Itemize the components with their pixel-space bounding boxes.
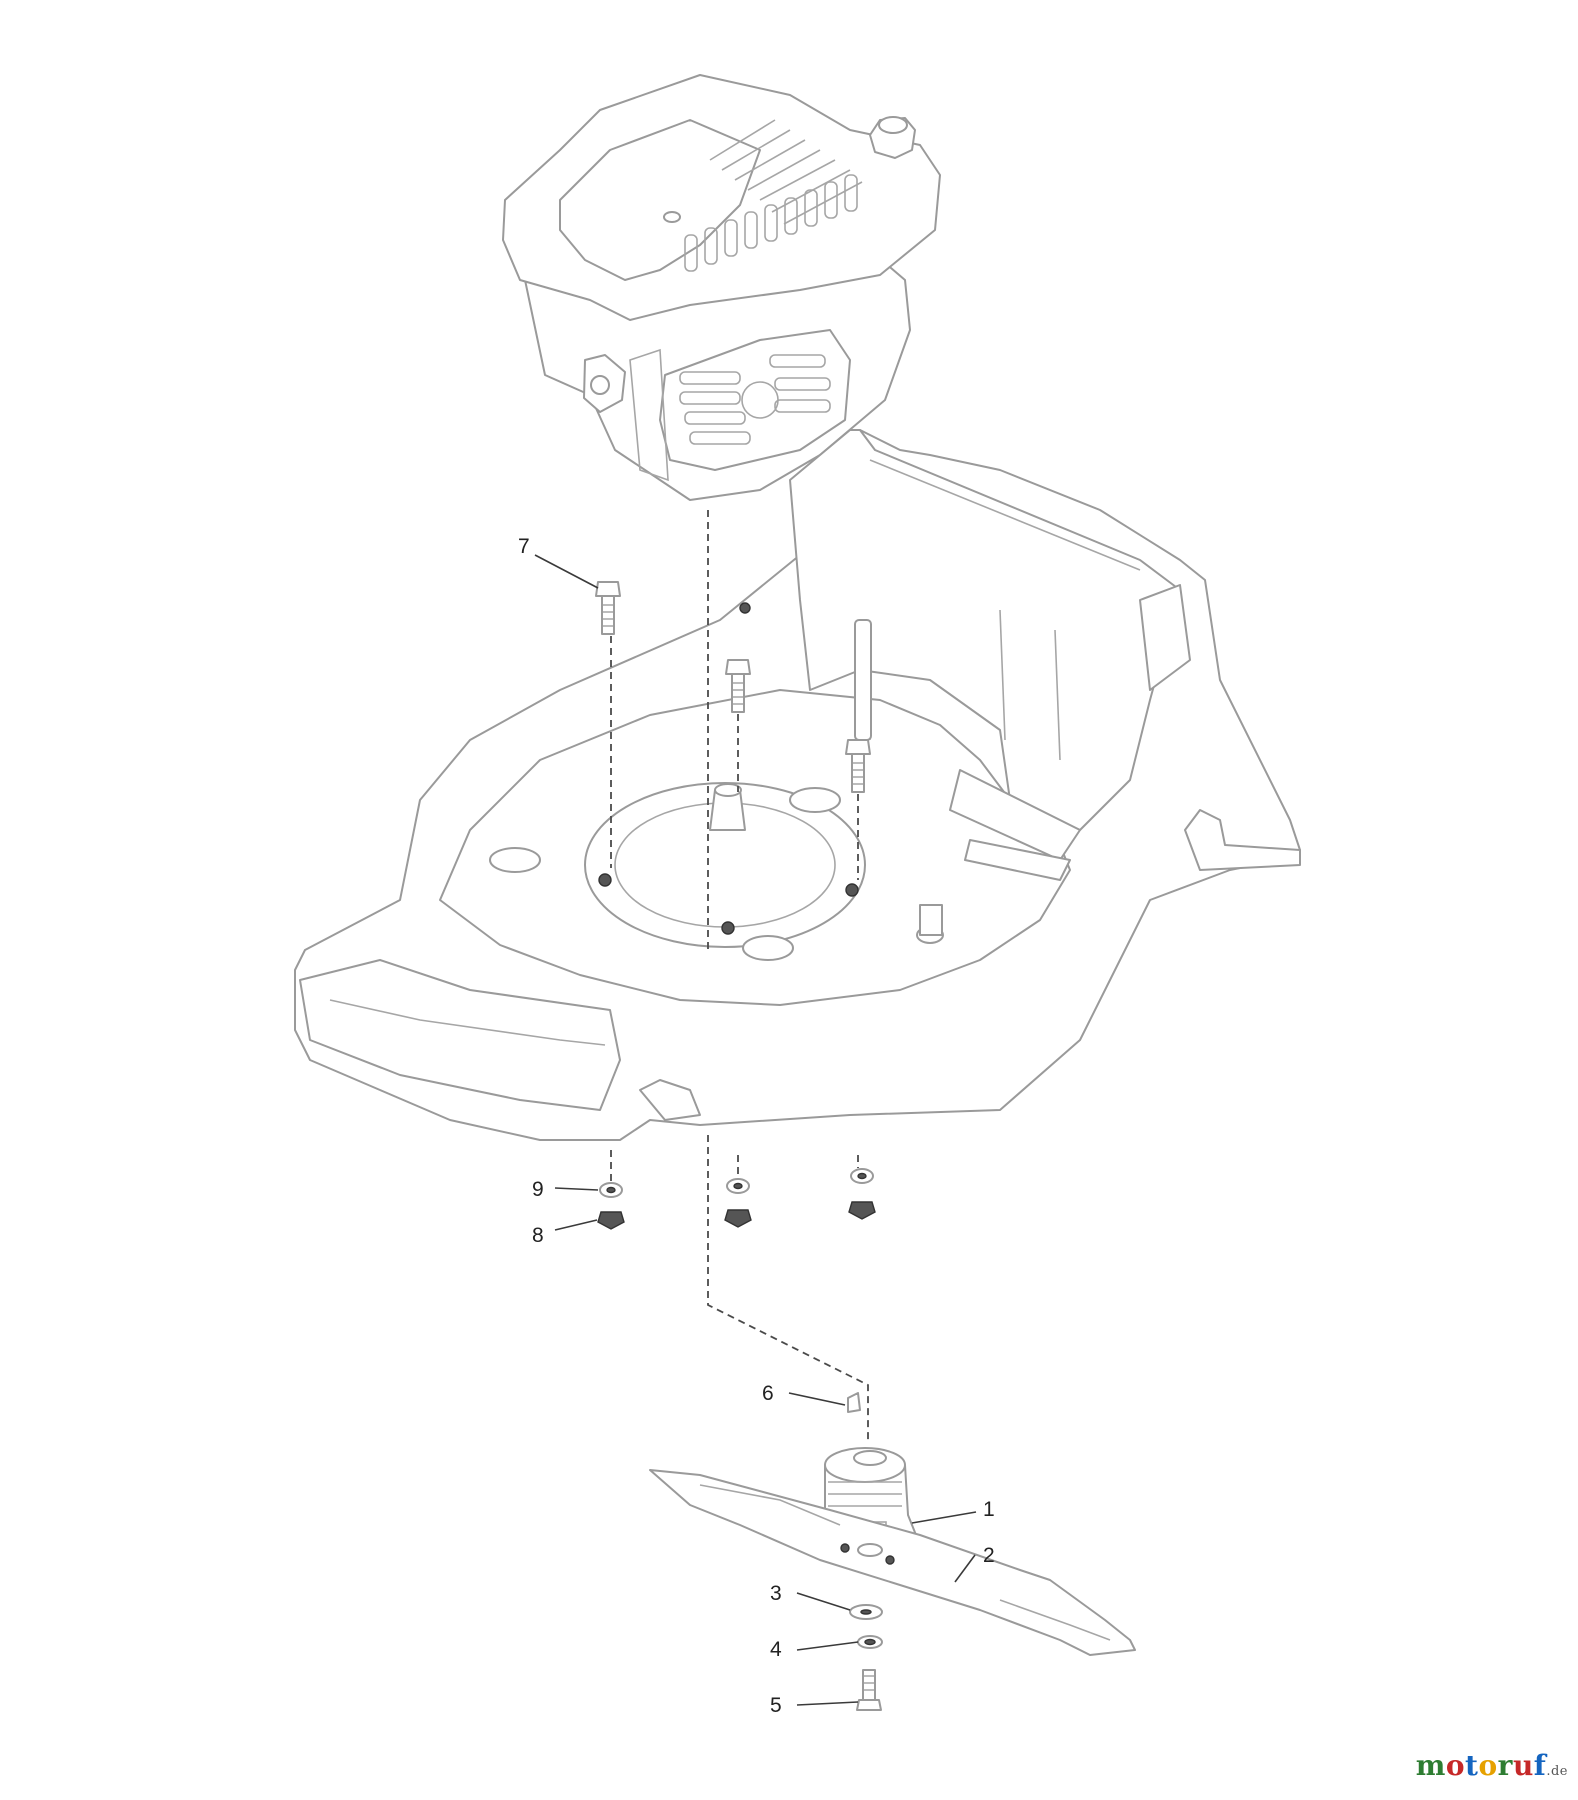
callout-6: 6 — [762, 1382, 774, 1405]
watermark-letter: o — [1445, 1749, 1466, 1782]
watermark-logo: motoruf.de — [1416, 1749, 1568, 1782]
callout-leaders — [534, 554, 977, 1706]
callout-1: 1 — [983, 1498, 995, 1521]
watermark-letter: u — [1512, 1749, 1534, 1782]
callout-9: 9 — [532, 1178, 544, 1201]
alignment-lines — [610, 510, 869, 1440]
callout-2: 2 — [983, 1544, 995, 1567]
watermark-letter: t — [1465, 1749, 1479, 1782]
callout-7: 7 — [518, 535, 530, 558]
blade — [649, 1469, 1136, 1656]
watermark-letter: o — [1478, 1749, 1498, 1782]
bolt-7 — [595, 581, 621, 635]
key-6 — [847, 1392, 861, 1413]
watermark-letter: r — [1497, 1749, 1513, 1782]
nuts-washers — [597, 1168, 876, 1230]
deck-bolts — [595, 581, 871, 793]
bolt-middle — [725, 659, 751, 713]
watermark-letter: m — [1415, 1749, 1446, 1782]
watermark-tld: .de — [1546, 1764, 1568, 1779]
callout-8: 8 — [532, 1224, 544, 1247]
watermark-letter: f — [1533, 1749, 1547, 1782]
blade-fasteners — [849, 1604, 883, 1711]
engine — [502, 74, 941, 501]
callout-4: 4 — [770, 1638, 782, 1661]
callout-3: 3 — [770, 1582, 782, 1605]
mower-deck — [294, 429, 1301, 1141]
bolt-right — [845, 739, 871, 793]
callout-5: 5 — [770, 1694, 782, 1717]
callouts: 7 9 8 6 1 2 3 4 5 — [518, 535, 995, 1717]
